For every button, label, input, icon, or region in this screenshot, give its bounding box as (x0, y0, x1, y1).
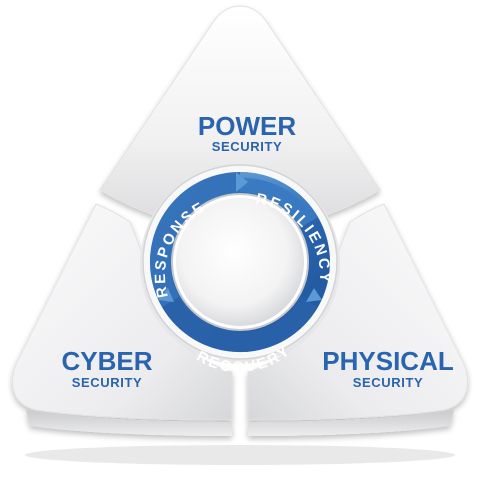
power-title: POWER (198, 111, 296, 141)
ring-arrow-left (158, 288, 174, 302)
cyber-base-edge (26, 410, 232, 436)
cyber-title: CYBER (61, 346, 152, 376)
physical-title: PHYSICAL (322, 346, 454, 376)
segment-cyber (11, 203, 233, 436)
physical-base-edge (248, 410, 454, 436)
cyber-subtitle: SECURITY (72, 375, 143, 390)
ground-shadow (25, 445, 455, 465)
ring-segment-response (149, 171, 240, 307)
center-ring (140, 164, 340, 364)
ring-arrow-right (306, 288, 322, 302)
physical-subtitle: SECURITY (353, 375, 424, 390)
ring-arrow-top (236, 172, 248, 192)
power-subtitle: SECURITY (212, 139, 283, 154)
ring-segment-recovery (162, 297, 318, 353)
ring-segment-resiliency (240, 171, 318, 228)
segment-physical (247, 203, 469, 436)
ring-highlight (240, 171, 318, 217)
center-disk (176, 198, 304, 326)
